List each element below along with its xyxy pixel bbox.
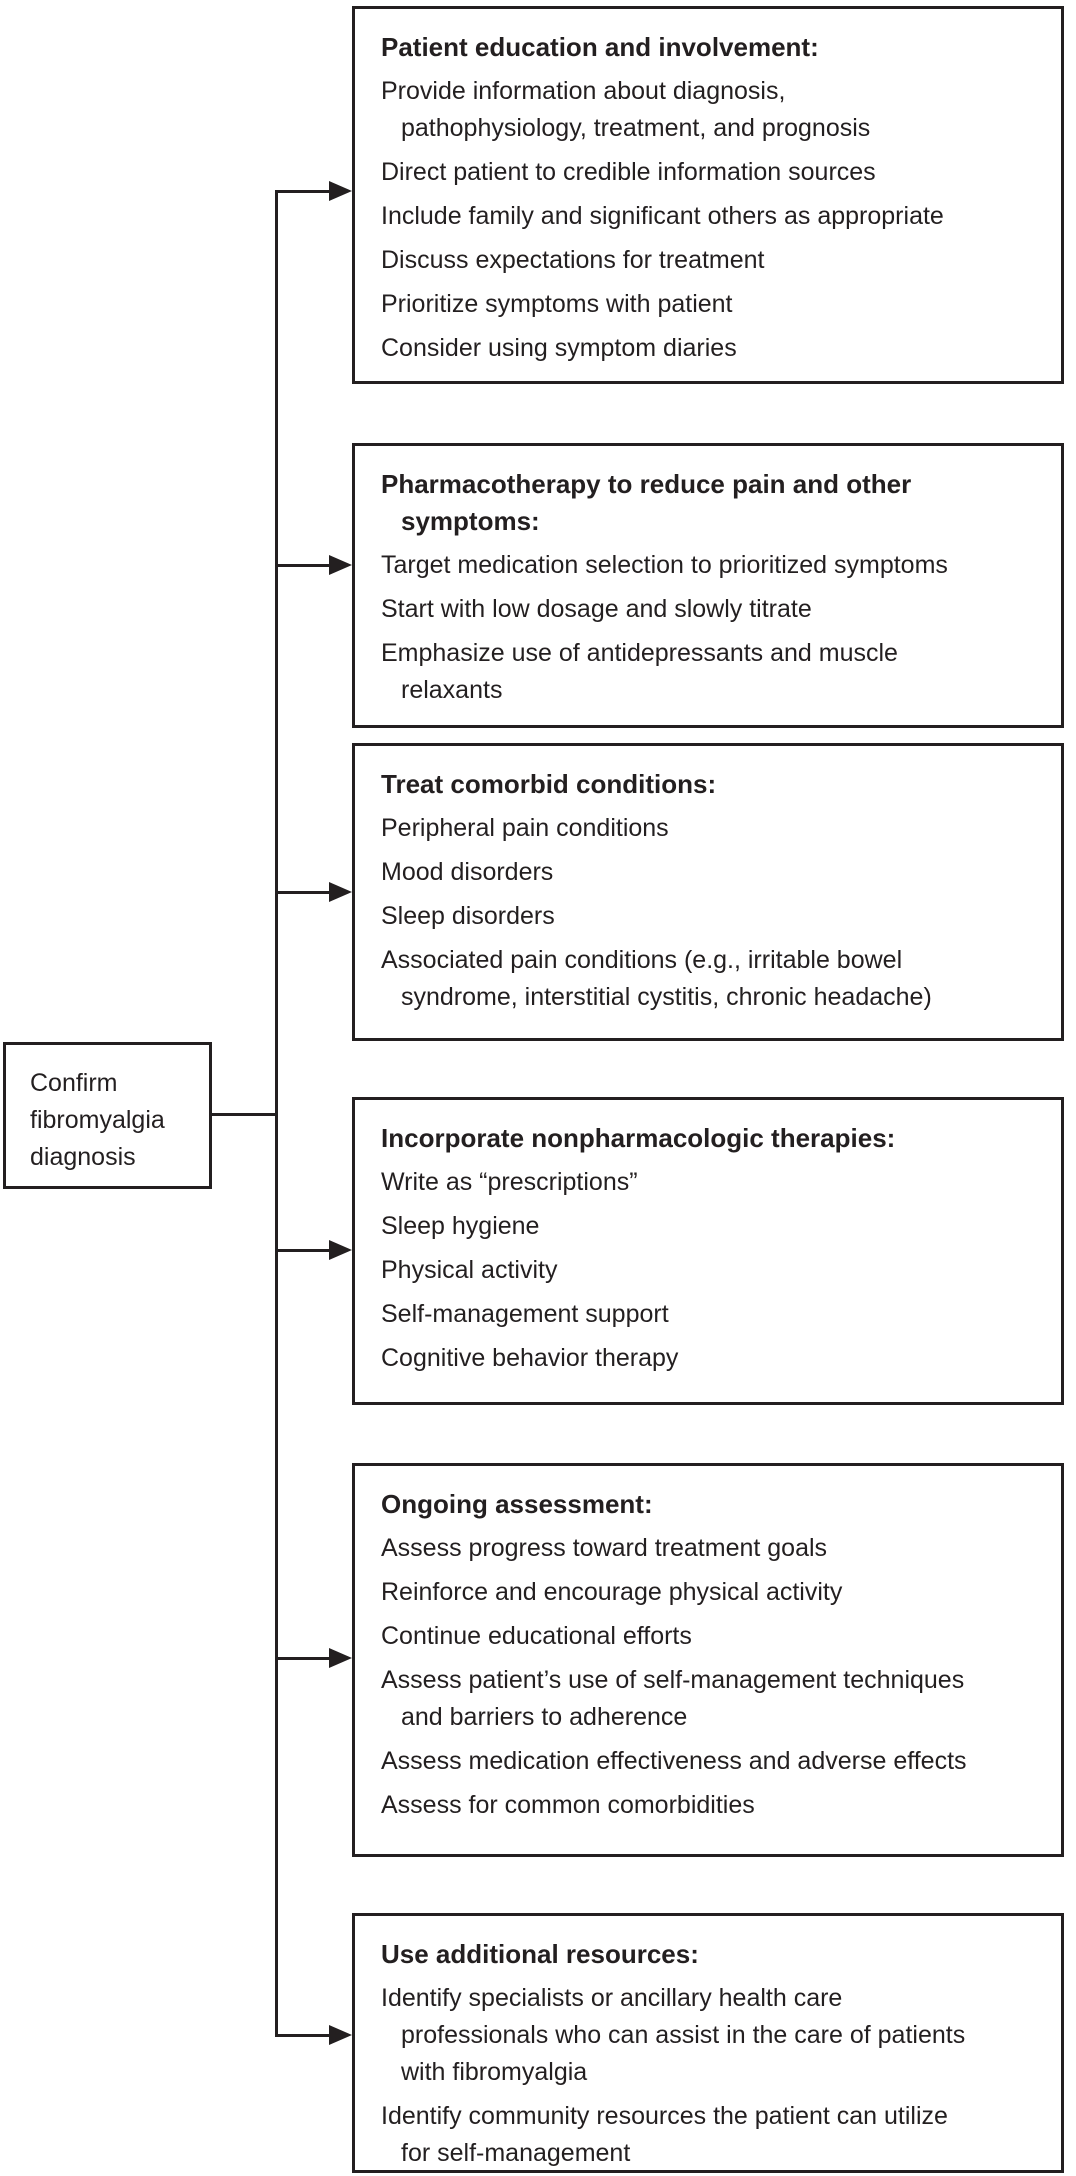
box-title: Pharmacotherapy to reduce pain and other… [381,469,912,536]
arrowhead-icon-2 [329,555,352,575]
box-pharmacotherapy: Pharmacotherapy to reduce pain and other… [352,443,1064,728]
box-item: Identify specialists or ancillary health… [381,1984,966,2086]
arrow-line-2 [277,564,330,567]
box-item: Associated pain conditions (e.g., irrita… [381,946,932,1011]
box-additional-resources: Use additional resources: Identify speci… [352,1913,1064,2173]
arrow-line-4 [277,1249,330,1252]
arrow-line-6 [277,2034,330,2037]
box-item: Provide information about diagnosis, pat… [381,77,871,142]
box-item: Prioritize symptoms with patient [381,290,733,318]
box-title: Patient education and involvement: [381,32,819,62]
box-patient-education: Patient education and involvement: Provi… [352,6,1064,384]
arrow-line-1 [277,190,330,193]
box-item: Sleep disorders [381,902,555,930]
connector-root [212,1113,278,1116]
box-item: Assess for common comorbidities [381,1791,755,1819]
box-items: Provide information about diagnosis, pat… [381,73,1045,367]
box-item: Discuss expectations for treatment [381,246,765,274]
box-item: Assess progress toward treatment goals [381,1534,828,1562]
arrowhead-icon-4 [329,1240,352,1260]
box-treat-comorbid: Treat comorbid conditions: Peripheral pa… [352,743,1064,1041]
box-item: Self-management support [381,1300,669,1328]
box-items: Target medication selection to prioritiz… [381,547,1045,709]
box-item: Write as “prescriptions” [381,1168,638,1196]
box-item: Mood disorders [381,858,554,886]
confirm-diagnosis-label: Confirm fibromyalgia diagnosis [30,1069,165,1171]
box-ongoing-assessment: Ongoing assessment: Assess progress towa… [352,1463,1064,1857]
box-item: Consider using symptom diaries [381,334,737,362]
box-items: Identify specialists or ancillary health… [381,1980,1045,2172]
box-title: Treat comorbid conditions: [381,769,717,799]
box-item: Sleep hygiene [381,1212,540,1240]
box-item: Continue educational efforts [381,1622,692,1650]
box-item: Direct patient to credible information s… [381,158,876,186]
arrow-line-3 [277,891,330,894]
box-title: Incorporate nonpharmacologic therapies: [381,1123,896,1153]
confirm-diagnosis-box: Confirm fibromyalgia diagnosis [3,1042,212,1189]
box-item: Emphasize use of antidepressants and mus… [381,639,898,704]
box-nonpharmacologic: Incorporate nonpharmacologic therapies: … [352,1097,1064,1405]
box-item: Peripheral pain conditions [381,814,669,842]
box-item: Physical activity [381,1256,558,1284]
box-item: Include family and significant others as… [381,202,944,230]
box-item: Identify community resources the patient… [381,2102,948,2167]
arrowhead-icon-6 [329,2025,352,2045]
arrowhead-icon-1 [329,181,352,201]
box-item: Start with low dosage and slowly titrate [381,595,812,623]
box-item: Target medication selection to prioritiz… [381,551,948,579]
box-item: Assess medication effectiveness and adve… [381,1747,967,1775]
box-item: Cognitive behavior therapy [381,1344,679,1372]
arrow-line-5 [277,1657,330,1660]
box-title: Use additional resources: [381,1939,699,1969]
connector-trunk [275,190,278,2037]
box-title: Ongoing assessment: [381,1489,653,1519]
arrowhead-icon-3 [329,882,352,902]
box-item: Reinforce and encourage physical activit… [381,1578,843,1606]
box-item: Assess patient’s use of self-management … [381,1666,965,1731]
arrowhead-icon-5 [329,1648,352,1668]
